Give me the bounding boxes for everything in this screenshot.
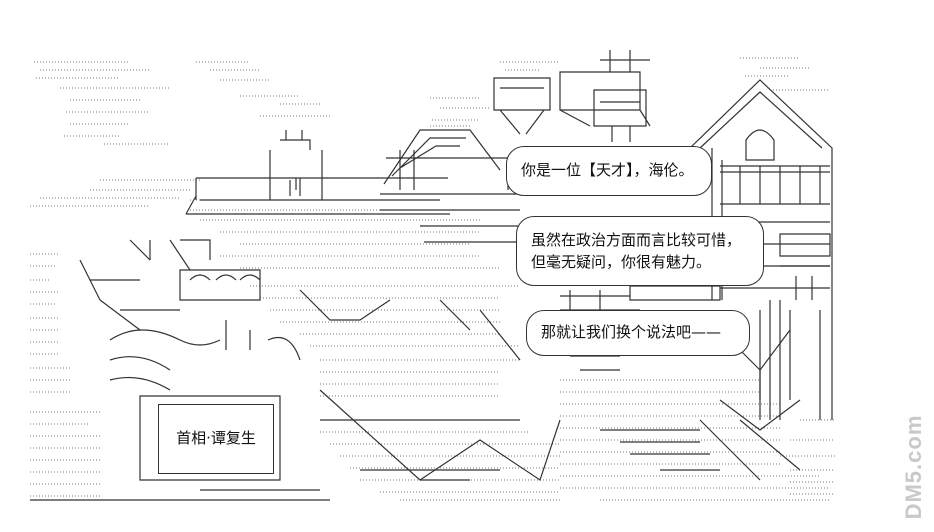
- speech-bubble-2: 虽然在政治方面而言比较可惜， 但毫无疑问，你很有魅力。: [516, 216, 764, 286]
- site-watermark: DM5.com: [893, 412, 933, 522]
- speech-bubble-3: 那就让我们换个说法吧——: [526, 310, 750, 356]
- speech-bubble-1-line-1: 你是一位【天才】，海伦。: [521, 161, 694, 179]
- speech-bubble-1: 你是一位【天才】，海伦。: [506, 146, 712, 196]
- character-name-label: 首相·谭复生: [176, 429, 256, 447]
- character-name-box: 首相·谭复生: [158, 404, 274, 474]
- watermark-text: DM5.com: [901, 414, 926, 520]
- speech-bubble-3-line-1: 那就让我们换个说法吧——: [541, 323, 722, 341]
- speech-bubble-2-line-2: 但毫无疑问，你很有魅力。: [531, 253, 712, 271]
- speech-bubble-2-line-1: 虽然在政治方面而言比较可惜，: [531, 231, 742, 249]
